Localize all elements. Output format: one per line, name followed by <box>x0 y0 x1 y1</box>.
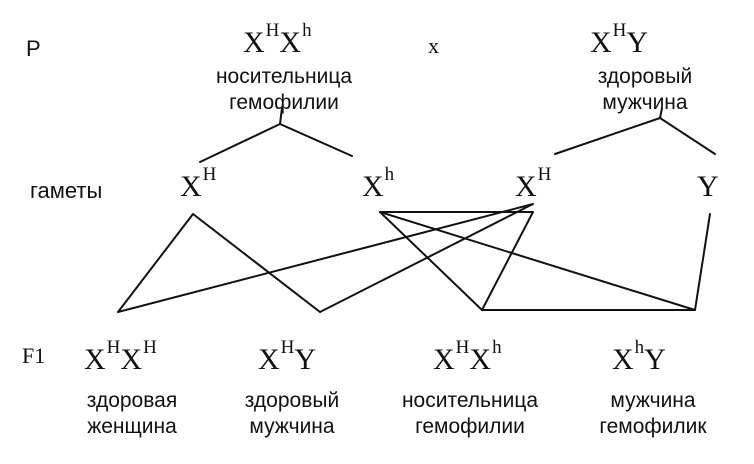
gamete-4: Y <box>697 172 719 202</box>
gamete-3-sup: H <box>537 164 552 185</box>
mother-allele-1: X <box>243 26 265 59</box>
offspring-4-desc-line1: мужчина <box>610 389 696 412</box>
father-desc-line2: мужчина <box>602 91 688 114</box>
mother-desc-line2: гемофилии <box>229 91 339 114</box>
offspring-4-desc-line2: гемофилик <box>599 415 707 438</box>
father-fork-stem <box>659 107 663 119</box>
mother-desc-line1: носительница <box>215 65 353 88</box>
father-allele-1: X <box>590 26 612 59</box>
father-allele-1-sup: H <box>612 20 627 41</box>
offspring-2-allele-1: X <box>258 343 280 376</box>
offspring-1-allele-2-sup: H <box>143 337 157 358</box>
mother-fork-left <box>199 123 281 163</box>
father-genotype: XHY <box>590 21 649 59</box>
offspring-1-description: здоровая женщина <box>62 388 202 440</box>
offspring-1-allele-1: X <box>84 343 106 376</box>
gamete-3: XH <box>515 165 551 203</box>
offspring-4-allele-1: X <box>612 343 634 376</box>
row-label-gametes: гаметы <box>30 178 103 203</box>
gamete-1-letter: X <box>180 170 202 203</box>
mother-allele-2-sup: h <box>302 20 312 41</box>
cross-line-y-father <box>379 211 711 311</box>
offspring-3-desc-line2: гемофилии <box>415 415 525 438</box>
offspring-3-genotype: XHXh <box>433 338 502 376</box>
offspring-1-desc-line1: здоровая <box>86 389 178 412</box>
cross-line-xh-father <box>379 211 534 311</box>
father-fork-left <box>554 117 661 155</box>
cross-symbol: x <box>428 33 439 58</box>
offspring-3-allele-1: X <box>433 343 455 376</box>
row-label-f1: F1 <box>22 343 46 368</box>
offspring-1-genotype: XHXH <box>84 338 157 376</box>
gamete-4-letter: Y <box>697 170 719 203</box>
father-allele-2: Y <box>626 26 649 59</box>
mother-fork-right <box>279 123 353 157</box>
offspring-3-allele-1-sup: H <box>455 337 470 358</box>
gamete-1: XH <box>180 165 216 203</box>
offspring-4-description: мужчина гемофилик <box>578 388 728 440</box>
mother-fork-stem <box>279 107 283 125</box>
offspring-2-description: здоровый мужчина <box>222 388 362 440</box>
father-fork-right <box>659 117 716 155</box>
offspring-2-desc-line2: мужчина <box>249 415 335 438</box>
offspring-2-desc-line1: здоровый <box>244 389 340 412</box>
offspring-3-description: носительница гемофилии <box>380 388 560 440</box>
offspring-4-genotype: XhY <box>612 338 666 376</box>
gamete-2-sup: h <box>384 164 395 185</box>
offspring-3-allele-2-sup: h <box>492 337 502 358</box>
mother-description: носительница гемофилии <box>198 64 370 116</box>
gamete-3-letter: X <box>515 170 537 203</box>
offspring-1-allele-1-sup: H <box>106 337 121 358</box>
father-desc-line1: здоровый <box>597 65 693 88</box>
offspring-3-allele-2: X <box>469 343 492 376</box>
offspring-1-allele-2: X <box>120 343 143 376</box>
mother-allele-2: X <box>279 26 302 59</box>
offspring-2-allele-2: Y <box>294 343 317 376</box>
gamete-2-letter: X <box>362 170 384 203</box>
gamete-2: Xh <box>362 165 394 203</box>
cross-line-xH-mother <box>117 213 321 313</box>
offspring-4-allele-1-sup: h <box>634 337 645 358</box>
offspring-2-genotype: XHY <box>258 338 317 376</box>
mother-genotype: XHXh <box>243 21 312 59</box>
row-label-p: P <box>26 36 41 61</box>
offspring-1-desc-line2: женщина <box>87 415 177 438</box>
offspring-3-desc-line1: носительница <box>401 389 539 412</box>
father-description: здоровый мужчина <box>570 64 720 116</box>
offspring-4-allele-2: Y <box>644 343 666 376</box>
gamete-1-sup: H <box>202 164 217 185</box>
cross-line-xH-father <box>117 203 534 313</box>
offspring-2-allele-1-sup: H <box>280 337 295 358</box>
mother-allele-1-sup: H <box>265 20 280 41</box>
